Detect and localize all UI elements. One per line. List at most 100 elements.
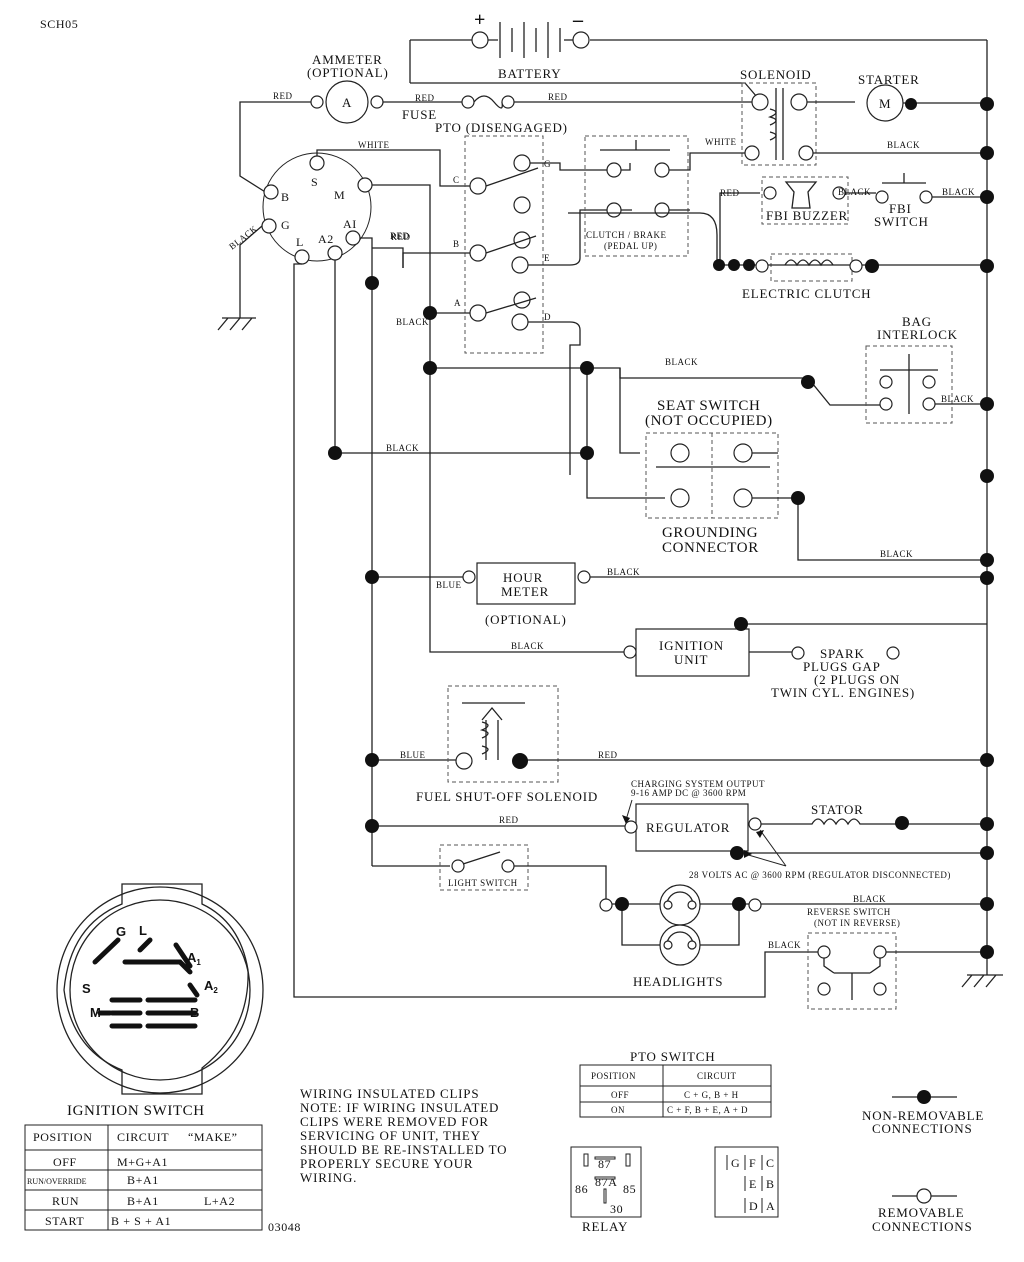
wire-label-red-fuel: RED	[598, 750, 618, 760]
face-A2: A2	[204, 978, 218, 995]
wire-label-white-2: WHITE	[705, 137, 737, 147]
hour-meter-optional: (OPTIONAL)	[485, 612, 567, 627]
stator-label: STATOR	[811, 802, 864, 817]
wire-label-black-pto: BLACK	[396, 317, 429, 327]
ign-term-AI: AI	[343, 217, 357, 231]
chassis-ground-right	[961, 974, 1003, 988]
pto-table-title: PTO SWITCH	[630, 1049, 715, 1064]
ammeter-label: AMMETER	[312, 52, 383, 67]
grounding-label-1: GROUNDING	[662, 525, 758, 541]
headlights-label: HEADLIGHTS	[633, 974, 723, 989]
bag-interlock-label-2: INTERLOCK	[877, 327, 958, 342]
ign-table-row1-position: OFF	[53, 1155, 77, 1169]
volts-note-text: 28 VOLTS AC @ 3600 RPM (REGULATOR DISCON…	[689, 870, 951, 880]
relay-pin-30: 30	[610, 1202, 623, 1216]
pto-label: PTO (DISENGAGED)	[435, 120, 568, 135]
wire-label-black-bag2: BLACK	[941, 394, 974, 404]
wire-label-blue-hour: BLUE	[436, 580, 462, 590]
connection-dots	[328, 97, 994, 959]
ign-term-M: M	[334, 188, 345, 202]
ignition-switch-terminals: S M B G AI A2 L	[261, 152, 373, 265]
note-line-4: SERVICING OF UNIT, THEY	[300, 1128, 481, 1143]
face-B: B	[190, 1005, 199, 1020]
ign-table-row3-make: L+A2	[204, 1194, 235, 1208]
legend-fixed-2: CONNECTIONS	[872, 1121, 973, 1136]
ignition-unit-label-2: UNIT	[674, 652, 708, 667]
ignition-unit-label-1: IGNITION	[659, 638, 724, 653]
relay-pin-86: 86	[575, 1182, 588, 1196]
ign-term-S: S	[311, 175, 318, 189]
note-line-7: WIRING.	[300, 1170, 357, 1185]
solenoid-label: SOLENOID	[740, 67, 811, 82]
conn-D: D	[749, 1199, 758, 1213]
face-L: L	[139, 923, 147, 938]
wire-label-black-bag: BLACK	[665, 357, 698, 367]
wire-label-red-2: RED	[415, 93, 435, 103]
ign-table-row1-circuit: M+G+A1	[117, 1155, 168, 1169]
pto-table-header-position: POSITION	[591, 1071, 636, 1081]
wire-label-black-seat: BLACK	[386, 443, 419, 453]
hour-meter-label-1: HOUR	[503, 570, 543, 585]
light-switch: LIGHT SWITCH	[439, 844, 529, 891]
wire-label-blue-fuel: BLUE	[400, 750, 426, 760]
relay-pin-87: 87	[598, 1157, 611, 1171]
note-line-3: CLIPS WERE REMOVED FOR	[300, 1114, 489, 1129]
wire-label-black-gnd: BLACK	[227, 223, 259, 251]
spark-label-2: PLUGS GAP	[803, 659, 881, 674]
reverse-switch-label-1: REVERSE SWITCH	[807, 907, 891, 917]
spark-label-3: (2 PLUGS ON	[814, 672, 900, 687]
ign-term-L: L	[296, 235, 304, 249]
spark-label-1: SPARK	[820, 646, 865, 661]
charging-note-2: 9-16 AMP DC @ 3600 RPM	[631, 788, 746, 798]
wire-label-black-rev: BLACK	[768, 940, 801, 950]
hour-meter: HOUR METER (OPTIONAL)	[462, 562, 591, 627]
conn-B: B	[766, 1177, 775, 1191]
note-line-6: PROPERLY SECURE YOUR	[300, 1156, 473, 1171]
stator: STATOR	[761, 802, 987, 826]
wire-label-black-hour: BLACK	[607, 567, 640, 577]
pto-table: PTO SWITCH POSITION CIRCUIT OFF C + G, B…	[579, 1049, 772, 1118]
fbi-buzzer-label: FBI BUZZER	[766, 208, 848, 223]
fbi-buzzer: FBI BUZZER	[761, 176, 849, 225]
clutch-brake-label-2: (PEDAL UP)	[604, 241, 657, 251]
clutch-brake-switch: CLUTCH / BRAKE (PEDAL UP)	[584, 135, 689, 257]
fbi-switch: FBI SWITCH	[874, 173, 933, 229]
conn-G: G	[731, 1156, 740, 1170]
ign-table-row2-position: RUN/OVERRIDE	[27, 1177, 87, 1186]
wire-label-red-3: RED	[548, 92, 568, 102]
conn-A: A	[766, 1199, 775, 1213]
wire-label-red-reg: RED	[499, 815, 519, 825]
battery-minus-sign: –	[572, 9, 584, 31]
bag-interlock: BAG INTERLOCK	[865, 314, 958, 424]
legend: NON-REMOVABLE CONNECTIONS REMOVABLE CONN…	[862, 1090, 983, 1234]
ignition-switch-face: G L A1 A2 S M B IGNITION SWITCH	[56, 883, 264, 1119]
bag-interlock-label-1: BAG	[902, 314, 932, 329]
spark-plugs: SPARK PLUGS GAP (2 PLUGS ON TWIN CYL. EN…	[771, 646, 915, 700]
fuse-label: FUSE	[402, 107, 437, 122]
seat-switch-label-1: SEAT SWITCH	[657, 398, 760, 414]
charging-note: CHARGING SYSTEM OUTPUT 9-16 AMP DC @ 360…	[622, 779, 765, 824]
wire-label-black-head: BLACK	[853, 894, 886, 904]
seat-switch-label-2: (NOT OCCUPIED)	[645, 413, 773, 429]
solenoid: SOLENOID	[740, 67, 817, 166]
pto-term-C: C	[453, 175, 460, 185]
legend-removable-1: REMOVABLE	[878, 1205, 964, 1220]
grounding-label-2: CONNECTOR	[662, 540, 759, 556]
wire-label-black-fbi2: BLACK	[942, 187, 975, 197]
light-switch-label: LIGHT SWITCH	[448, 878, 518, 888]
charging-note-1: CHARGING SYSTEM OUTPUT	[631, 779, 765, 789]
ign-term-A2: A2	[318, 232, 334, 246]
ign-table-header-position: POSITION	[33, 1130, 92, 1144]
wire-label-black-ign: BLACK	[511, 641, 544, 651]
electric-clutch: ELECTRIC CLUTCH	[717, 253, 987, 301]
ign-table-header-circuit: CIRCUIT	[117, 1130, 169, 1144]
ammeter-optional: (OPTIONAL)	[307, 65, 389, 80]
pto-table-row2-circuit: C + F, B + E, A + D	[667, 1105, 748, 1115]
ign-table-header-make: “MAKE”	[188, 1130, 238, 1144]
volts-note: 28 VOLTS AC @ 3600 RPM (REGULATOR DISCON…	[689, 829, 951, 880]
ign-table-row2-circuit: B+A1	[127, 1173, 159, 1187]
pto-switch: PTO (DISENGAGED) C B A G E D	[435, 120, 568, 354]
spark-label-4: TWIN CYL. ENGINES)	[771, 685, 915, 700]
pto-connector: G F C E B D A	[714, 1146, 779, 1218]
